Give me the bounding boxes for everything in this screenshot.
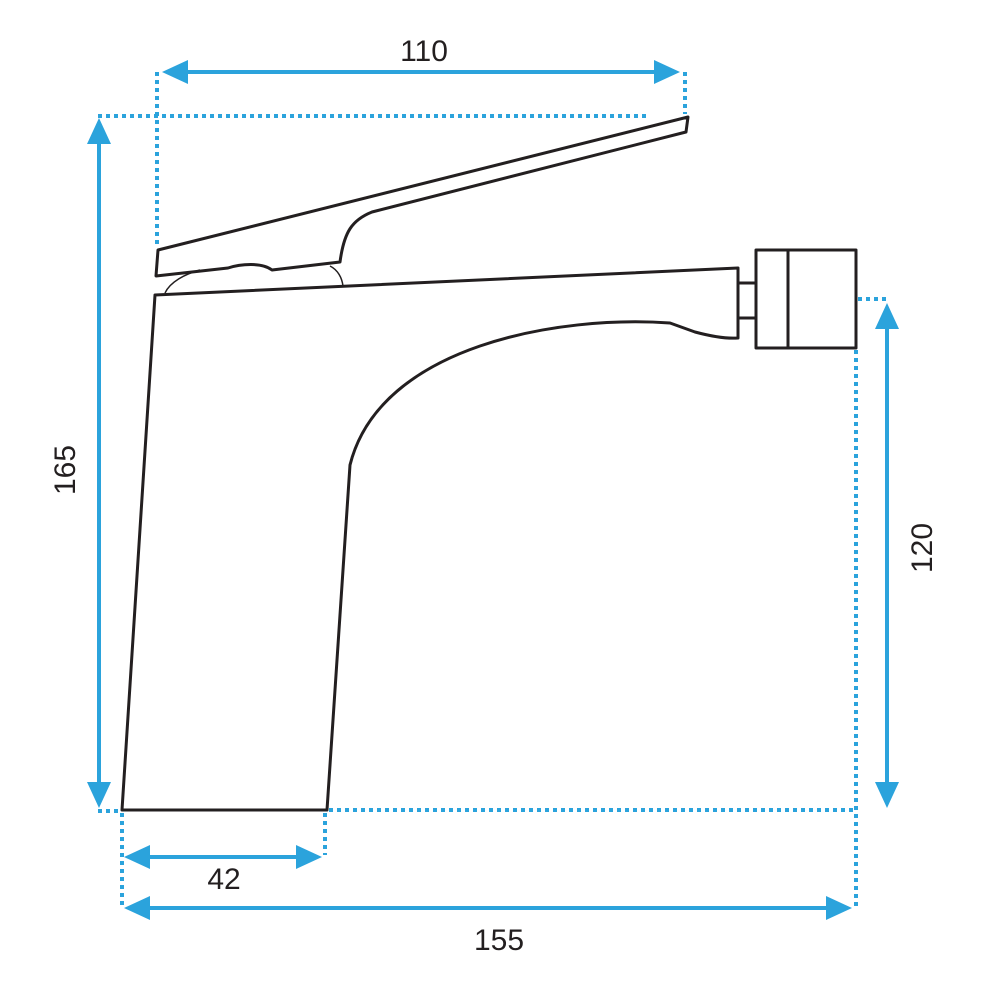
arrowhead-up bbox=[875, 303, 899, 329]
lever-handle bbox=[154, 115, 690, 278]
faucet-outline bbox=[120, 115, 858, 812]
dimension-label-42: 42 bbox=[207, 863, 240, 896]
spout-nozzle bbox=[754, 248, 858, 350]
arrowhead-down bbox=[875, 782, 899, 808]
dimension-label-110: 110 bbox=[400, 35, 448, 68]
arrowhead-left bbox=[124, 896, 150, 920]
dimension-label-155: 155 bbox=[474, 924, 524, 957]
dimension-spout-height: 120 bbox=[875, 303, 939, 808]
arrowhead-right bbox=[296, 845, 322, 869]
dimension-label-165: 165 bbox=[49, 445, 82, 495]
arrowhead-right bbox=[654, 60, 680, 84]
dimension-total-height: 165 bbox=[49, 118, 111, 808]
dimension-label-120: 120 bbox=[906, 523, 939, 573]
arrowhead-left bbox=[162, 60, 188, 84]
arrowhead-up bbox=[87, 118, 111, 144]
lever-pivot-arc bbox=[164, 269, 201, 294]
arrowhead-right bbox=[826, 896, 852, 920]
spout-connector bbox=[736, 281, 758, 320]
lever-joint-arc bbox=[329, 265, 344, 287]
faucet-body bbox=[120, 266, 740, 812]
dimension-base-width: 42 bbox=[124, 845, 322, 896]
extension-lines bbox=[98, 72, 886, 908]
dimension-total-width: 155 bbox=[124, 896, 852, 957]
arrowhead-down bbox=[87, 782, 111, 808]
dimension-top-width: 110 bbox=[162, 35, 680, 84]
arrowhead-left bbox=[124, 845, 150, 869]
